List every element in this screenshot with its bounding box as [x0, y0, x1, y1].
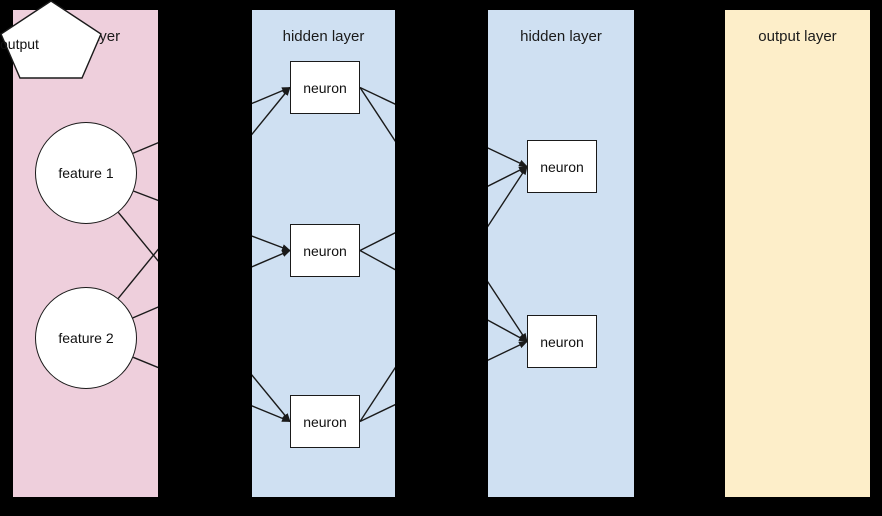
node-label: neuron	[540, 333, 584, 350]
node-hidden1-neuron-2[interactable]: neuron	[290, 224, 360, 277]
node-label: neuron	[303, 79, 347, 96]
layer-panel-output: output layer	[725, 10, 870, 497]
node-hidden2-neuron-2[interactable]: neuron	[527, 315, 597, 368]
node-feature-2[interactable]: feature 2	[35, 287, 137, 389]
node-label: neuron	[540, 158, 584, 175]
gutter-occluder-bottom	[0, 497, 882, 516]
gutter-occluder-top	[0, 0, 882, 10]
layer-title-hidden-2: hidden layer	[520, 28, 602, 45]
node-feature-1[interactable]: feature 1	[35, 122, 137, 224]
layer-title-output: output layer	[758, 28, 837, 45]
gutter-occluder-3	[634, 0, 725, 516]
node-label: feature 2	[58, 330, 114, 346]
gutter-occluder-left	[0, 0, 13, 516]
node-hidden1-neuron-3[interactable]: neuron	[290, 395, 360, 448]
node-hidden1-neuron-1[interactable]: neuron	[290, 61, 360, 114]
gutter-occluder-1	[158, 0, 252, 516]
gutter-occluder-right	[870, 0, 882, 516]
node-label: neuron	[303, 242, 347, 259]
node-label: feature 1	[58, 165, 114, 181]
node-label: neuron	[303, 413, 347, 430]
layer-panel-hidden-2: hidden layer	[488, 10, 634, 497]
node-hidden2-neuron-1[interactable]: neuron	[527, 140, 597, 193]
layer-title-hidden-1: hidden layer	[282, 28, 365, 45]
gutter-occluder-2	[395, 0, 488, 516]
pentagon-shape-icon	[0, 0, 102, 79]
layer-panel-input: input layer	[13, 10, 158, 497]
